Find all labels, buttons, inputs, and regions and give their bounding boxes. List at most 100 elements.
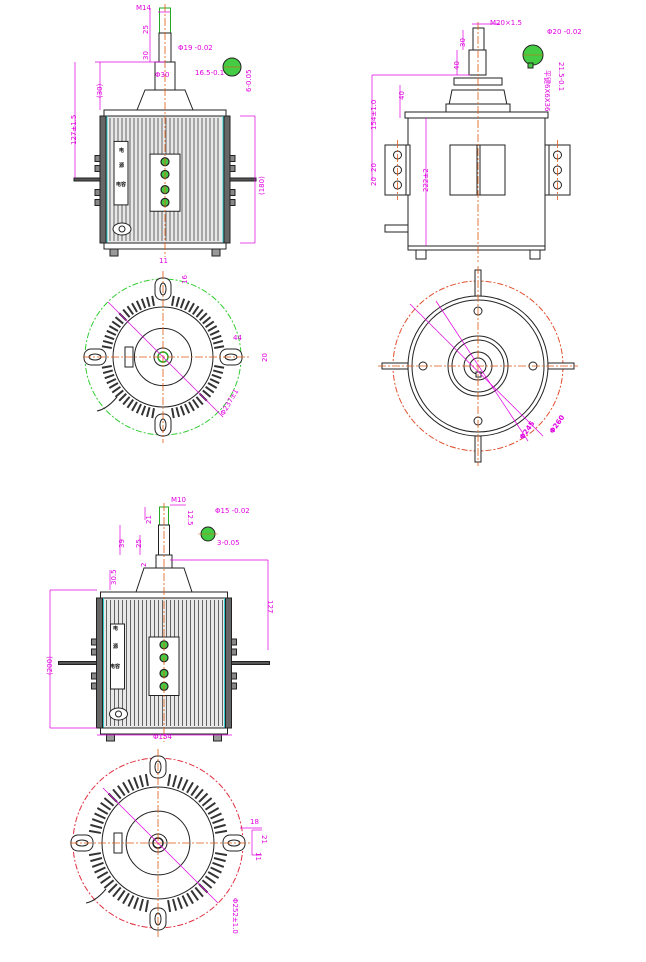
radial-fin xyxy=(88,829,102,834)
plate-text-2: 源 xyxy=(113,643,118,650)
dim-key-depth: 6-0.05 xyxy=(245,69,253,92)
radial-fin xyxy=(122,308,131,318)
nut xyxy=(231,672,237,680)
diameter-leader xyxy=(435,300,529,442)
radial-fin xyxy=(176,776,183,789)
radial-fin xyxy=(210,812,222,820)
motor-3-dimensions: M10 12.5 21 25 39 2 30.5 127 (200) Φ154 … xyxy=(46,496,274,934)
radial-fin xyxy=(212,861,225,868)
motor-1-dimensions: M14 25 30 Φ19 -0.02 Φ30 (30) 127±1.5 (18… xyxy=(70,4,269,417)
radial-fin xyxy=(118,393,127,402)
radial-fin xyxy=(188,302,195,313)
fin-edge-right xyxy=(225,597,232,729)
radial-fin xyxy=(214,365,225,369)
dim-mount-circle: Φ237±1 xyxy=(219,388,241,417)
radial-fin xyxy=(122,892,130,905)
radial-fin xyxy=(133,897,140,910)
radial-fin xyxy=(192,305,200,315)
radial-fin xyxy=(202,389,212,398)
radial-fin xyxy=(111,320,121,328)
radial-fin xyxy=(209,378,220,385)
nut xyxy=(229,189,236,196)
radial-fin xyxy=(179,298,186,309)
dim-body-height: (200) xyxy=(46,656,54,675)
radial-fin xyxy=(91,861,104,868)
radial-fin xyxy=(135,300,142,311)
radial-fin xyxy=(112,886,122,898)
plate-text-1: 电 xyxy=(113,625,118,632)
radial-fin xyxy=(138,898,144,911)
dim-lug-width: 11 xyxy=(159,257,168,265)
nut xyxy=(231,682,237,690)
radial-fin xyxy=(94,866,106,874)
motor-3-end-view xyxy=(70,749,262,937)
radial-fin xyxy=(186,781,194,794)
dim-mount-height: 127 xyxy=(266,600,274,613)
dim-thread: M14 xyxy=(136,4,151,12)
radial-fin xyxy=(207,325,218,332)
cable-gland-hole xyxy=(118,225,126,233)
dim-key-width: 16.5-0.1 xyxy=(195,69,224,77)
motor-2-dimensions: M20×1.5 30 40 40 154±1.0 20 20 222±2 Φ20… xyxy=(370,19,582,441)
radial-fin xyxy=(90,823,103,829)
radial-fin xyxy=(138,775,144,788)
radial-fin xyxy=(94,812,106,820)
dim-shaft-dia: Φ15 -0.02 xyxy=(215,507,250,515)
nut xyxy=(229,155,236,162)
radial-fin xyxy=(184,403,191,414)
dim-step-len: 21 xyxy=(145,515,153,524)
radial-fin xyxy=(202,316,212,325)
radial-fin xyxy=(214,852,228,857)
dim-mount-height: 154±1.0 xyxy=(370,100,378,130)
plate-text-1: 电 xyxy=(119,147,124,154)
radial-fin xyxy=(90,857,103,863)
radial-fin xyxy=(186,892,194,905)
power-cable xyxy=(384,224,409,233)
plate-text-3: 电容 xyxy=(116,181,126,188)
diameter-leader xyxy=(107,301,224,418)
dim-key-depth: 21.5-0.1 xyxy=(557,62,565,91)
shaft-thread xyxy=(472,27,485,51)
radial-fin xyxy=(140,298,147,309)
nut xyxy=(231,638,237,646)
radial-fin xyxy=(201,797,213,807)
nut xyxy=(94,199,101,206)
radial-fin xyxy=(122,781,130,794)
radial-fin xyxy=(190,889,199,901)
cable-gland-hole xyxy=(115,710,122,718)
radial-fin xyxy=(103,797,115,807)
diameter-leader xyxy=(102,787,219,904)
dim-mount-circle: Φ252±1.0 xyxy=(231,898,239,934)
radial-fin xyxy=(167,773,172,787)
dim-bracket-pitch-1: 20 xyxy=(370,163,378,172)
radial-fin xyxy=(184,300,191,311)
dim-thread: M20×1.5 xyxy=(490,19,522,27)
dim-shaft-dia: Φ20 -0.02 xyxy=(547,28,582,36)
radial-fin xyxy=(199,312,208,321)
nut xyxy=(91,638,97,646)
radial-fin xyxy=(211,334,222,341)
radial-fin xyxy=(102,369,114,375)
radial-fin xyxy=(211,373,222,380)
dim-lug-hole: 11 xyxy=(254,852,262,861)
radial-fin xyxy=(107,883,118,894)
radial-fin xyxy=(91,818,104,825)
radial-fin xyxy=(175,406,181,418)
radial-fin xyxy=(135,403,142,414)
mount-foot xyxy=(109,248,119,257)
dim-mount-height: 127±1.5 xyxy=(70,115,78,145)
through-bolt-left xyxy=(73,177,101,182)
through-bolt-right xyxy=(231,661,270,665)
dim-key-depth: 3-0.05 xyxy=(217,539,240,547)
dim-lug-slot: 18 xyxy=(250,818,259,826)
radial-fin xyxy=(131,302,138,313)
radial-fin xyxy=(205,386,215,394)
radial-fin xyxy=(101,365,112,369)
dim-thread-len: 25 xyxy=(142,25,150,34)
dim-body-height: (180) xyxy=(258,176,266,195)
nut xyxy=(94,165,101,172)
radial-fin xyxy=(108,382,119,389)
motor-2-end-view xyxy=(378,266,578,466)
radial-fin xyxy=(88,852,102,857)
